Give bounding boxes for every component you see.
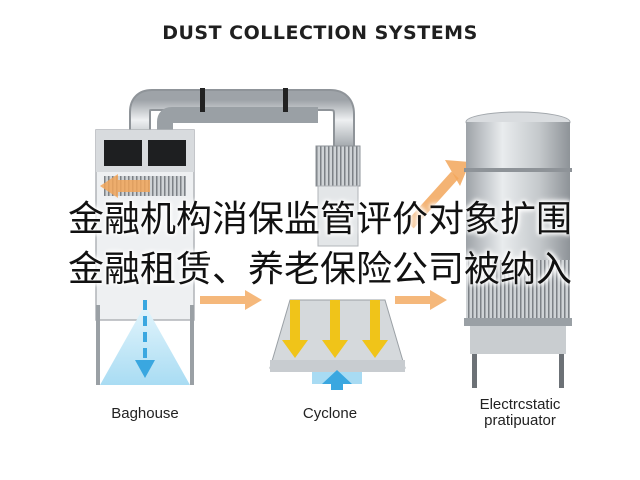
precipitator-label-line2: pratipuator <box>484 412 556 429</box>
baghouse-unit <box>95 129 195 385</box>
cyclone-dust-arrow-1 <box>290 300 300 342</box>
baghouse-label: Baghouse <box>111 405 179 422</box>
cyclone-air-arrow <box>322 370 352 384</box>
cyclone-dust-arrow-2 <box>330 300 340 342</box>
precipitator-label-line1: Electrcstatic <box>479 396 561 413</box>
cyclone-label: Cyclone <box>302 405 358 422</box>
baghouse-air-cone <box>100 305 190 385</box>
electrostatic-precipitator-unit <box>464 111 572 388</box>
duct-pipes <box>129 88 355 150</box>
flow-arrows <box>200 160 470 310</box>
overlay-headline-line2: 金融租赁、养老保险公司被纳入 <box>67 249 572 290</box>
baghouse-air-arrow <box>135 360 155 378</box>
overlay-headline-line1: 金融机构消保监管评价对象扩围 <box>67 199 572 240</box>
diagram-title: DUST COLLECTION SYSTEMS <box>162 22 478 44</box>
cyclone-dust-arrow-3 <box>370 300 380 342</box>
baghouse-flow-arrow <box>100 174 150 198</box>
cyclone-unit <box>269 145 406 390</box>
